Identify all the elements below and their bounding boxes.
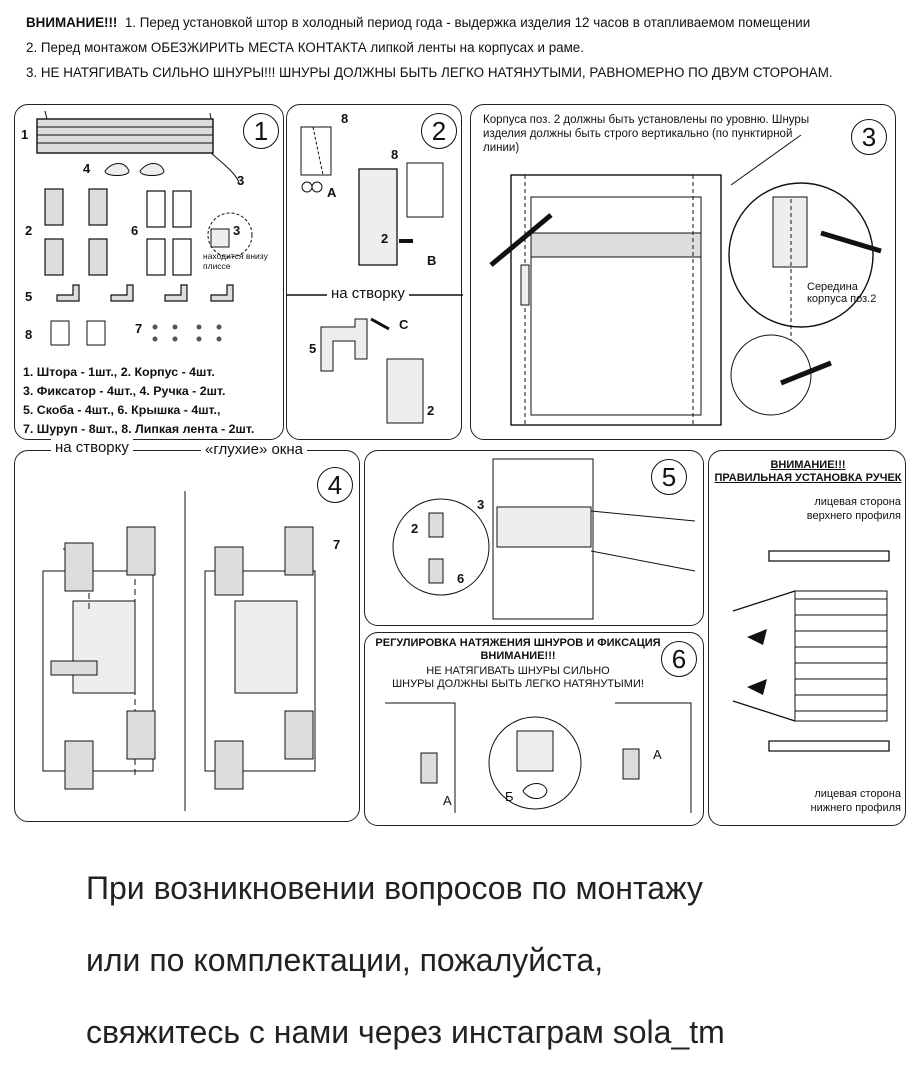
tension-warning-line-2: ШНУРЫ ДОЛЖНЫ БЫТЬ ЛЕГКО НАТЯНУТЫМИ! [392, 678, 644, 690]
panel-handles: ВНИМАНИЕ!!! ПРАВИЛЬНАЯ УСТАНОВКА РУЧЕК л… [708, 450, 906, 826]
label-a-right: А [653, 747, 662, 762]
level-instruction: Корпуса поз. 2 должны быть установлены п… [483, 114, 810, 154]
label-6: 6 [131, 223, 139, 238]
window-level-illustration [489, 134, 882, 426]
handles-illustration [732, 550, 890, 752]
step-number-2: 2 [421, 113, 457, 149]
contact-footer: При возникновении вопросов по монтажу ил… [86, 852, 725, 1068]
footer-line-3: свяжитесь с нами через инстаграм sola_tm [86, 1014, 725, 1050]
label-3: 3 [237, 173, 245, 188]
section-sash-label: на створку [327, 285, 409, 302]
step-number-6: 6 [661, 641, 697, 677]
label-3-fixator: 3 [233, 223, 241, 238]
housing-middle-label: Середина корпуса поз.2 [807, 281, 877, 305]
panel-step-4: 4 на створку «глухие» окна 7 [14, 439, 360, 822]
legend-line-3: 5. Скоба - 4шт., 6. Крышка - 4шт., [23, 403, 221, 417]
panel-step-1: 1 [14, 104, 284, 440]
footer-line-2: или по комплектации, пожалуйста, [86, 942, 604, 978]
tension-attention: ВНИМАНИЕ!!! [480, 650, 556, 662]
handles-title-line: ПРАВИЛЬНАЯ УСТАНОВКА РУЧЕК [714, 472, 902, 484]
footer-line-1: При возникновении вопросов по монтажу [86, 870, 703, 906]
label-8: 8 [25, 327, 33, 342]
label-4: 4 [83, 161, 91, 176]
header-line-2: 2. Перед монтажом ОБЕЗЖИРИТЬ МЕСТА КОНТА… [26, 40, 584, 55]
label-3-fixator-5: 3 [477, 497, 485, 512]
tension-title: РЕГУЛИРОВКА НАТЯЖЕНИЯ ШНУРОВ И ФИКСАЦИЯ … [373, 637, 663, 663]
label-8-tape: 8 [341, 111, 349, 126]
step-number-3: 3 [851, 119, 887, 155]
header-line-3: 3. НЕ НАТЯГИВАТЬ СИЛЬНО ШНУРЫ!!! ШНУРЫ Д… [26, 65, 833, 80]
tension-illustration [385, 702, 692, 813]
label-7-screw: 7 [333, 537, 341, 552]
section-sash: на створку [51, 439, 133, 456]
instructions-header: ВНИМАНИЕ!!! 1. Перед установкой штор в х… [26, 10, 906, 85]
label-2-housing: 2 [381, 231, 389, 246]
top-profile-label: лицевая сторона верхнего профиля [806, 496, 901, 522]
panel-step-6: 6 РЕГУЛИРОВКА НАТЯЖЕНИЯ ШНУРОВ И ФИКСАЦИ… [364, 632, 704, 826]
step-number-4: 4 [317, 467, 353, 503]
parts-legend: 1. Штора - 1шт., 2. Корпус - 4шт. 3. Фик… [23, 363, 254, 439]
label-6-cover-5: 6 [457, 571, 465, 586]
tension-warning: НЕ НАТЯГИВАТЬ ШНУРЫ СИЛЬНО ШНУРЫ ДОЛЖНЫ … [373, 665, 663, 691]
label-5: 5 [25, 289, 33, 304]
parts-illustration [36, 110, 253, 346]
panel-step-2: 2 8 A 8 2 B на створку C 5 2 [286, 104, 463, 440]
section-fixed-windows: «глухие» окна [201, 441, 307, 458]
bottom-profile-label: лицевая сторона нижнего профиля [810, 788, 901, 814]
label-2-housing-b: 2 [427, 403, 435, 418]
tension-warning-line-1: НЕ НАТЯГИВАТЬ ШНУРЫ СИЛЬНО [426, 665, 610, 677]
header-line-1: ВНИМАНИЕ!!! 1. Перед установкой штор в х… [26, 10, 906, 35]
header-line-1-text: 1. Перед установкой штор в холодный пери… [124, 15, 811, 30]
step-number-5: 5 [651, 459, 687, 495]
label-a-left: А [443, 793, 452, 808]
handles-title: ВНИМАНИЕ!!! ПРАВИЛЬНАЯ УСТАНОВКА РУЧЕК [709, 459, 907, 485]
label-c: C [399, 317, 409, 332]
cord-fixing-illustration [392, 458, 696, 620]
label-2: 2 [25, 223, 33, 238]
label-8-applied: 8 [391, 147, 399, 162]
panel-step-3: 3 Корпуса поз. 2 должны быть установлены… [470, 104, 896, 440]
handles-attention: ВНИМАНИЕ!!! [770, 459, 846, 471]
label-a: A [327, 185, 337, 200]
fixator-note: находится внизу плиссе [203, 251, 268, 271]
step-number-1: 1 [243, 113, 279, 149]
label-5-bracket: 5 [309, 341, 317, 356]
mounting-illustration [42, 491, 316, 811]
label-1: 1 [21, 127, 29, 142]
legend-line-1: 1. Штора - 1шт., 2. Корпус - 4шт. [23, 365, 215, 379]
label-7: 7 [135, 321, 143, 336]
legend-line-2: 3. Фиксатор - 4шт., 4. Ручка - 2шт. [23, 384, 226, 398]
panel-step-5: 5 3 2 6 [364, 450, 704, 626]
legend-line-4: 7. Шуруп - 8шт., 8. Липкая лента - 2шт. [23, 422, 255, 436]
label-2-housing-5: 2 [411, 521, 419, 536]
housing-assembly-illustration [287, 126, 463, 424]
attention-label: ВНИМАНИЕ!!! [26, 15, 118, 30]
label-b: B [427, 253, 437, 268]
label-b-knot: Б [505, 789, 514, 804]
tension-title-line: РЕГУЛИРОВКА НАТЯЖЕНИЯ ШНУРОВ И ФИКСАЦИЯ [375, 637, 661, 649]
